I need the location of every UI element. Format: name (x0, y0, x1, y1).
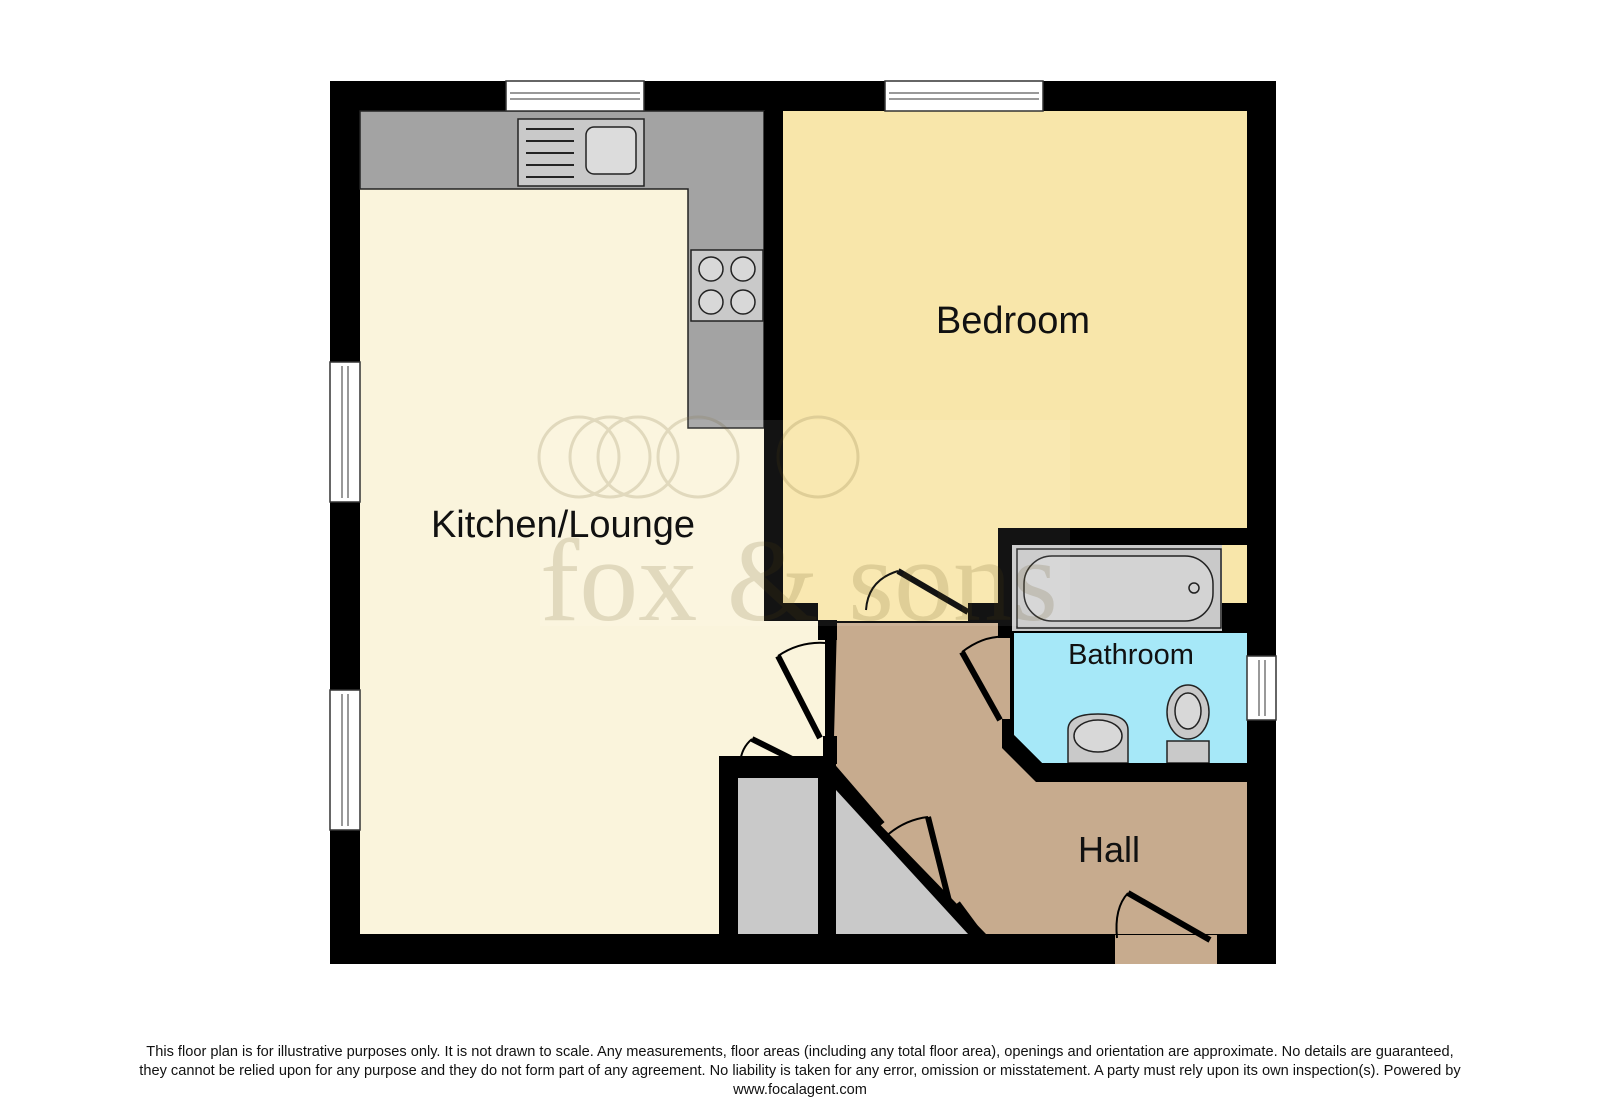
door-bathroom (959, 635, 1011, 722)
window-bedroom-top (884, 80, 1044, 112)
bedroom-floor-lower (783, 600, 999, 621)
watermark-text: fox & sons (540, 515, 1058, 646)
wall-bedroom-bottom-right (968, 603, 1002, 621)
floor-plan: fox & sons Bedroom Kitchen/Lounge Bathro… (329, 80, 1277, 964)
label-bedroom: Bedroom (936, 300, 1090, 342)
window-kitchen-left-upper (329, 361, 361, 503)
wall-bath-left (998, 528, 1012, 638)
cupboard-left (738, 778, 818, 934)
wall-stairs-diagonal-lower (950, 901, 980, 936)
basin (1067, 713, 1129, 764)
wall-stairs-diagonal (825, 764, 885, 830)
wall-cupboard-top (719, 764, 836, 778)
bedroom-floor (783, 111, 1247, 603)
wall-hall-west (823, 736, 837, 764)
disclaimer: This floor plan is for illustrative purp… (30, 1043, 1570, 1100)
toilet (1166, 684, 1210, 764)
label-hall: Hall (1078, 829, 1140, 870)
window-kitchen-left-lower (329, 689, 361, 831)
window-bathroom-right (1246, 655, 1277, 721)
wall-cupboard-left (719, 764, 738, 934)
door-kitchen (775, 641, 827, 740)
wall-bathroom-lower (1002, 719, 1247, 782)
entrance-threshold (1115, 935, 1217, 964)
bath (1016, 548, 1222, 629)
door-cupboard-stairs (881, 816, 953, 906)
disclaimer-line-2: they cannot be relied upon for any purpo… (139, 1063, 1461, 1079)
disclaimer-line-1: This floor plan is for illustrative purp… (146, 1044, 1454, 1060)
wall-hall-top-stub (818, 620, 837, 640)
wall-kitchen-bedroom (764, 111, 783, 621)
wall-bedroom-bottom-left (764, 603, 818, 621)
sink (517, 118, 645, 187)
label-kitchen-lounge: Kitchen/Lounge (431, 504, 695, 546)
watermark-logo: fox & sons (537, 415, 1070, 646)
cupboard-under-stairs (836, 790, 968, 934)
wall-bedroom-bath (998, 528, 1247, 545)
disclaimer-line-3: www.focalagent.com (733, 1082, 867, 1098)
window-kitchen-top (505, 80, 645, 112)
hob (690, 249, 764, 322)
door-bedroom (865, 568, 970, 615)
label-bathroom: Bathroom (1068, 639, 1194, 671)
wall-cupboard-mid (818, 764, 836, 934)
door-cupboard-left (739, 736, 808, 769)
door-entrance (1115, 890, 1212, 943)
